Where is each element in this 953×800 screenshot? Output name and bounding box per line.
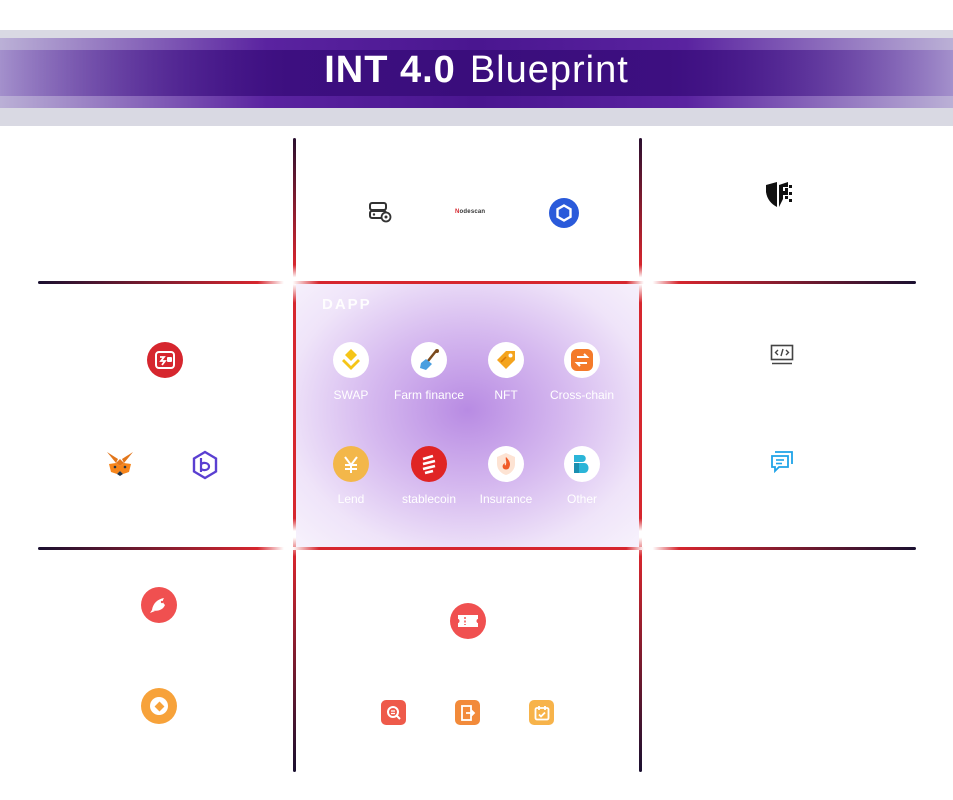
code-monitor-icon[interactable] (770, 344, 796, 366)
chainlink-icon[interactable] (549, 198, 579, 228)
dapp-panel: DAPP SWAP Farm finance NFT Cross-chain L… (296, 284, 639, 547)
shovel-icon (411, 342, 447, 378)
grid-line-right (639, 138, 642, 772)
coin-inner (150, 697, 168, 715)
bitkeep-icon[interactable] (190, 450, 220, 480)
dapp-title: DAPP (322, 296, 372, 313)
search-document-icon[interactable] (381, 700, 406, 725)
metamask-fox-icon[interactable] (105, 450, 135, 478)
cross-chain-icon (564, 342, 600, 378)
ticket-icon[interactable] (450, 603, 486, 639)
grid-line-top (38, 281, 916, 284)
calendar-check-icon[interactable] (529, 700, 554, 725)
dapp-label-lend: Lend (337, 492, 365, 506)
dapp-label-stablecoin: stablecoin (401, 492, 457, 506)
bird-app-icon[interactable] (141, 587, 177, 623)
tag-icon (488, 342, 524, 378)
dapp-item-cross-chain[interactable]: Cross-chain (539, 342, 625, 402)
swap-icon (333, 342, 369, 378)
dapp-item-swap[interactable]: SWAP (308, 342, 394, 402)
title-rest: Blueprint (469, 49, 629, 91)
node-server-icon[interactable] (368, 200, 392, 224)
page-title: INT 4.0 Blueprint (0, 42, 953, 98)
dapp-item-nft[interactable]: NFT (463, 342, 549, 402)
dapp-item-lend[interactable]: Lend (308, 446, 394, 506)
dapp-label-swap: SWAP (333, 388, 369, 402)
stablecoin-icon (411, 446, 447, 482)
title-banner: INT 4.0 Blueprint (0, 30, 953, 126)
flame-shield-icon (488, 446, 524, 482)
dapp-label-other: Other (566, 492, 597, 506)
login-door-icon[interactable] (455, 700, 480, 725)
other-icon (564, 446, 600, 482)
grid-line-bottom (38, 547, 916, 550)
coin-icon[interactable] (141, 688, 177, 724)
nodescan-logo[interactable]: Nodescan (455, 209, 486, 215)
dapp-item-other[interactable]: Other (539, 446, 625, 506)
lend-icon (333, 446, 369, 482)
grid-line-left (293, 138, 296, 772)
dapp-item-insurance[interactable]: Insurance (463, 446, 549, 506)
dapp-label-insurance: Insurance (479, 492, 533, 506)
dapp-item-farm-finance[interactable]: Farm finance (386, 342, 472, 402)
dapp-label-cross-chain: Cross-chain (549, 388, 615, 402)
title-bold: INT 4.0 (324, 49, 456, 91)
pixel-shield-icon[interactable] (764, 181, 794, 209)
dapp-item-stablecoin[interactable]: stablecoin (386, 446, 472, 506)
dapp-label-farm-finance: Farm finance (393, 388, 465, 402)
banner-band-inner (0, 50, 953, 96)
wallet-app-icon[interactable] (147, 342, 183, 378)
dapp-label-nft: NFT (494, 388, 518, 402)
chat-message-icon[interactable] (770, 449, 796, 474)
